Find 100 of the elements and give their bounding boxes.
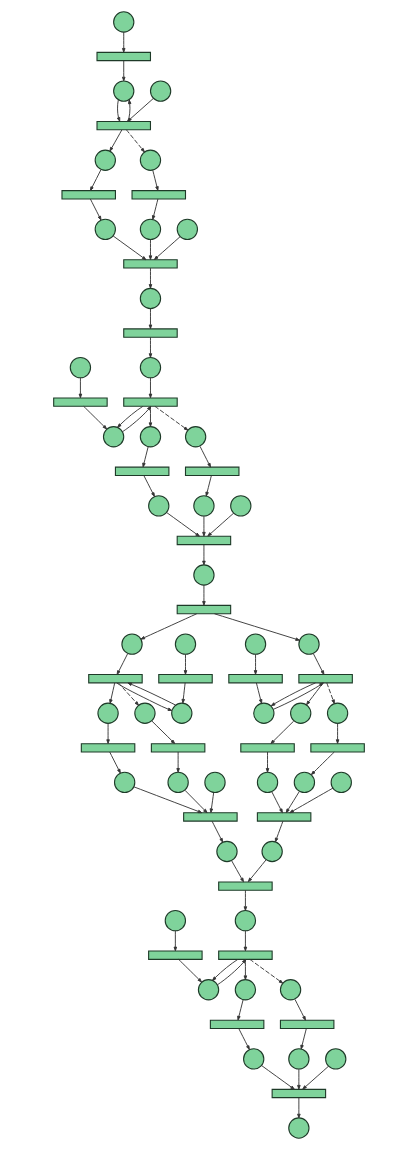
node-circle <box>113 11 135 33</box>
arrow <box>127 99 132 122</box>
arrow <box>183 653 188 675</box>
arrow <box>270 682 316 707</box>
arrow <box>142 446 149 468</box>
arrow <box>202 544 206 566</box>
arrow <box>249 958 284 984</box>
node-circle <box>171 702 193 724</box>
arrow <box>205 475 212 497</box>
arrow <box>243 958 248 980</box>
node-bar <box>228 674 283 684</box>
arrow <box>297 1097 301 1119</box>
arrow <box>122 31 126 53</box>
arrow <box>151 198 159 220</box>
node-circle <box>94 149 116 171</box>
arrow <box>106 723 110 744</box>
arrow <box>326 682 335 705</box>
arrow <box>109 682 116 704</box>
arrow <box>153 236 181 260</box>
arrow <box>176 751 180 773</box>
arrow <box>116 682 173 711</box>
arrow <box>166 512 200 537</box>
node-circle <box>174 633 197 655</box>
node-circle <box>113 771 136 794</box>
node-circle <box>97 702 119 724</box>
node-circle <box>234 909 257 932</box>
arrow <box>199 445 211 468</box>
arrow <box>212 958 239 981</box>
node-bar <box>53 397 108 407</box>
arrow <box>207 512 235 537</box>
arrow <box>237 999 244 1021</box>
arrow <box>312 653 325 675</box>
node-circle <box>139 426 162 448</box>
node-bar <box>131 190 187 200</box>
node-circle <box>325 1048 347 1070</box>
node-circle <box>288 1048 310 1070</box>
node-circle <box>164 909 187 932</box>
node-bar <box>271 1088 327 1099</box>
arrow <box>127 97 154 122</box>
node-bar <box>209 1019 265 1030</box>
arrow <box>148 405 153 427</box>
arrow <box>78 377 83 399</box>
arrow <box>148 239 153 260</box>
arrow <box>274 820 284 843</box>
node-bar <box>218 950 273 960</box>
arrow <box>238 1028 250 1050</box>
arrow <box>116 653 129 675</box>
arrow <box>148 308 153 330</box>
node-circle <box>113 80 135 102</box>
arrow <box>261 1065 295 1090</box>
arrow <box>140 613 198 640</box>
arrow <box>125 129 145 153</box>
arrow <box>253 653 258 675</box>
arrow <box>300 1028 307 1050</box>
node-circle <box>244 633 267 655</box>
node-bar <box>150 743 206 753</box>
arrow <box>89 198 102 221</box>
arrow <box>202 515 206 537</box>
arrow <box>117 405 144 428</box>
node-bar <box>80 743 136 753</box>
node-circle <box>148 495 170 517</box>
arrow <box>173 930 178 952</box>
node-circle <box>330 771 352 794</box>
arrow <box>112 235 147 261</box>
node-bar <box>279 1019 335 1030</box>
node-circle <box>243 1048 265 1070</box>
arrow <box>294 998 306 1021</box>
arrow <box>231 860 244 883</box>
node-bar <box>114 466 170 476</box>
arrow <box>184 789 208 814</box>
arrow <box>148 336 153 358</box>
arrow <box>122 60 126 82</box>
node-circle <box>149 80 172 102</box>
arrow <box>255 682 263 704</box>
node-bar <box>183 812 238 822</box>
node-bar <box>123 397 178 407</box>
arrow <box>127 682 177 706</box>
arrow <box>148 267 153 289</box>
arrow <box>83 405 108 430</box>
arrow <box>122 405 152 433</box>
node-bar <box>218 881 273 891</box>
arrow <box>247 859 267 883</box>
arrow <box>271 791 283 814</box>
node-circle <box>261 840 283 863</box>
node-circle <box>121 633 143 655</box>
node-bar <box>310 743 365 753</box>
node-circle <box>94 218 116 241</box>
node-circle <box>204 771 226 794</box>
node-bar <box>96 120 152 131</box>
arrow <box>202 584 206 606</box>
arrow <box>154 405 189 431</box>
node-bar <box>256 812 312 822</box>
arrow <box>216 958 247 986</box>
node-circle <box>139 356 162 379</box>
arrow <box>285 791 300 814</box>
node-bar <box>96 51 152 62</box>
node-circle <box>288 1117 310 1139</box>
arrow <box>89 169 102 191</box>
arrow <box>270 720 295 745</box>
arrow <box>243 930 248 952</box>
